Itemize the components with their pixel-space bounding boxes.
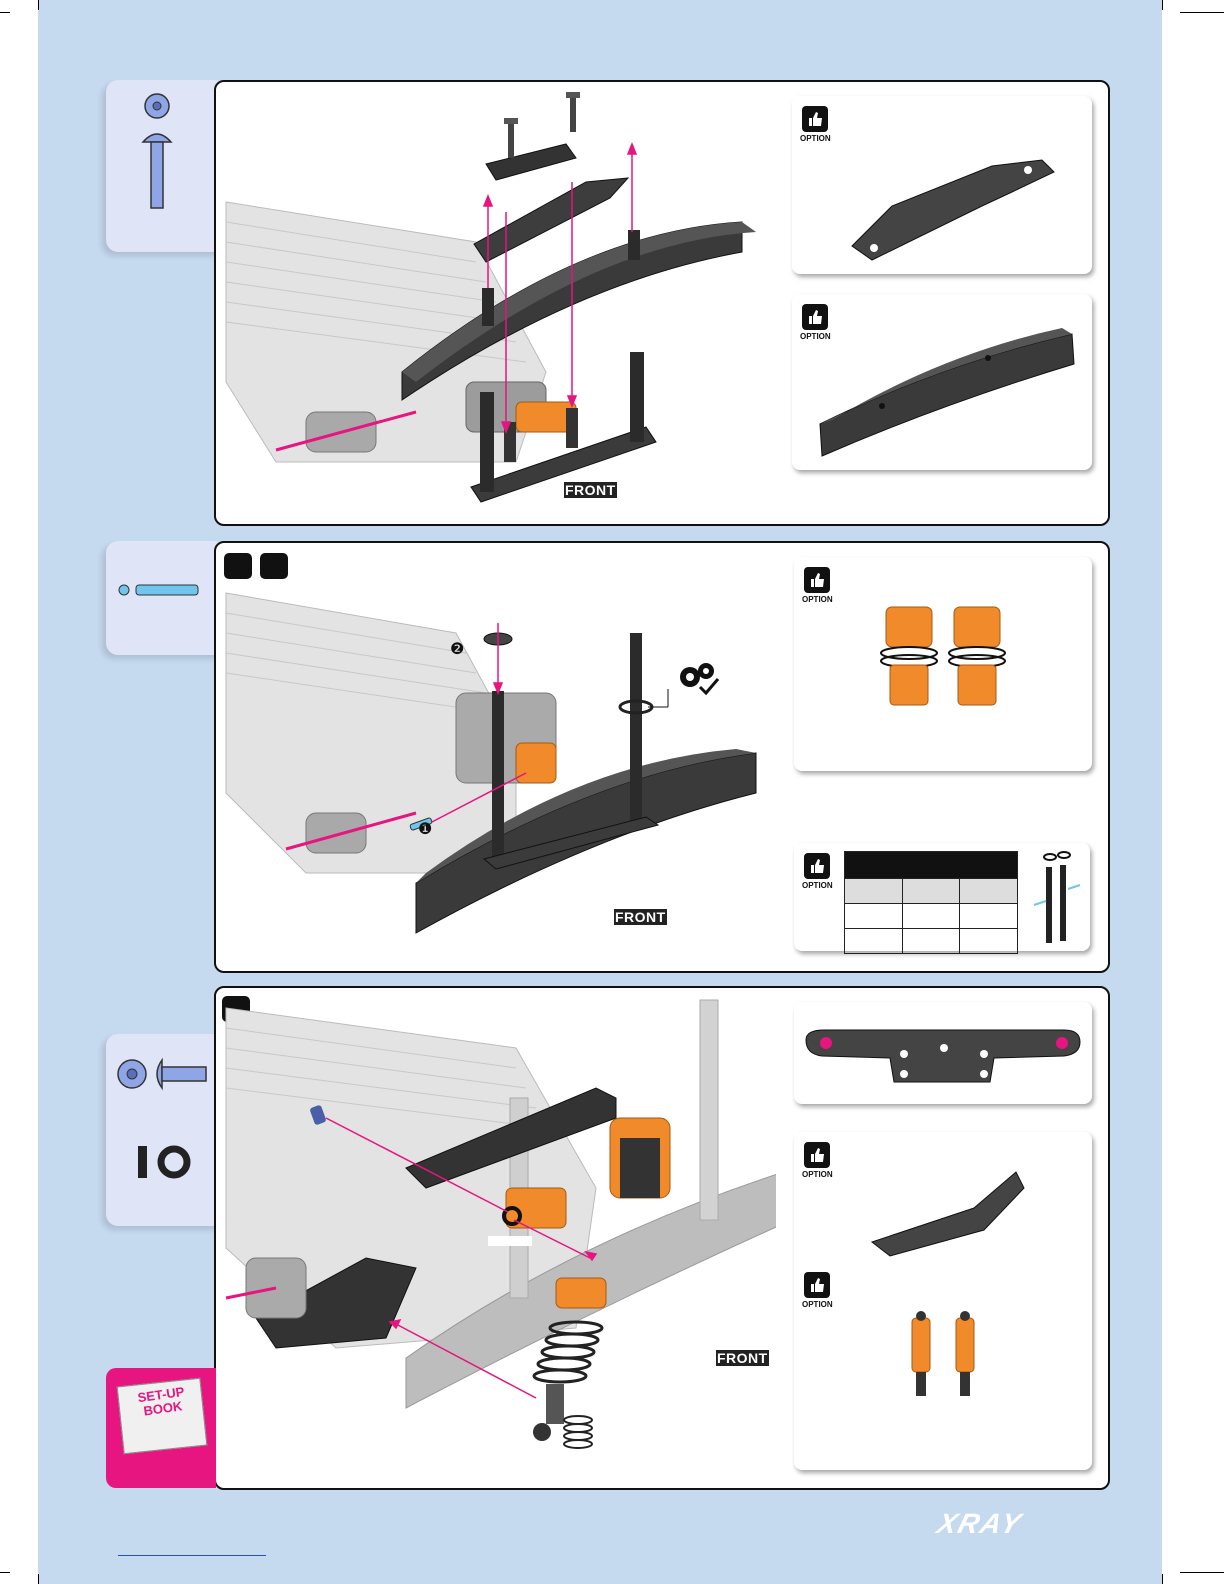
shock-tower-detail bbox=[794, 1002, 1092, 1104]
option-post-lengths: OPTION bbox=[794, 843, 1090, 951]
foam-bumper-part-icon bbox=[792, 294, 1092, 470]
option-badge: OPTION bbox=[802, 853, 832, 890]
footer-link-line bbox=[118, 1555, 266, 1556]
assembly-step-bumper-posts: ❷ ❶ FRONT OPTION OPTION bbox=[214, 541, 1110, 973]
table-header bbox=[845, 852, 1018, 879]
step-1-marker: ❶ bbox=[418, 819, 432, 839]
setup-book-badge: SET-UP BOOK bbox=[106, 1368, 216, 1488]
option-badge: OPTION bbox=[800, 304, 830, 341]
option-aluminum-adjusters: OPTION bbox=[794, 557, 1092, 771]
thumbs-up-icon bbox=[804, 853, 830, 879]
option-foam-bumper: OPTION bbox=[792, 294, 1092, 470]
option-label: OPTION bbox=[802, 881, 832, 890]
option-badge: OPTION bbox=[802, 1142, 832, 1179]
screw-parts-icon bbox=[106, 80, 226, 252]
front-text: FRONT bbox=[614, 909, 667, 925]
post-part-icon bbox=[1030, 843, 1090, 951]
bumper-posts-illustration bbox=[216, 543, 776, 963]
table-cell bbox=[960, 904, 1018, 929]
front-text: FRONT bbox=[564, 482, 617, 498]
crop-mark bbox=[38, 1574, 39, 1584]
option-badge: OPTION bbox=[802, 1272, 832, 1309]
parts-tab-3 bbox=[106, 1034, 226, 1226]
adjust-settings-icon bbox=[648, 663, 718, 707]
crop-mark bbox=[0, 1572, 10, 1573]
option-label: OPTION bbox=[802, 1300, 832, 1309]
crop-mark bbox=[1180, 1572, 1224, 1573]
crop-mark bbox=[1162, 1574, 1163, 1584]
front-label: FRONT bbox=[564, 482, 618, 498]
parts-tab-2 bbox=[106, 541, 226, 655]
brand-logo: XRAY bbox=[934, 1508, 1026, 1540]
front-label: FRONT bbox=[716, 1350, 770, 1366]
table-cell bbox=[960, 929, 1018, 954]
table-cell bbox=[845, 929, 903, 954]
screw-and-nut-parts-icon bbox=[106, 1034, 226, 1226]
crop-mark bbox=[1162, 0, 1163, 10]
table-cell bbox=[902, 929, 960, 954]
option-parts-icon bbox=[794, 1132, 1092, 1470]
parts-tab-1 bbox=[106, 80, 226, 252]
shock-tower-part-icon bbox=[794, 1002, 1092, 1104]
option-carbon-brace: OPTION bbox=[792, 96, 1092, 274]
crop-mark bbox=[38, 0, 39, 10]
step-2-marker: ❷ bbox=[450, 639, 464, 659]
option-badge: OPTION bbox=[800, 106, 830, 143]
thumbs-up-icon bbox=[804, 1142, 830, 1168]
front-text: FRONT bbox=[716, 1350, 769, 1366]
assembly-step-shock-tower: FRONT OPTION OPTION bbox=[214, 986, 1110, 1490]
table-cell bbox=[845, 904, 903, 929]
option-shock-tower-and-shocks: OPTION OPTION bbox=[794, 1132, 1092, 1470]
aluminum-adjuster-part-icon bbox=[794, 557, 1092, 771]
table-cell bbox=[902, 904, 960, 929]
table-cell bbox=[845, 879, 903, 904]
crop-mark bbox=[0, 12, 10, 13]
option-badge: OPTION bbox=[802, 567, 832, 604]
thumbs-up-icon bbox=[804, 567, 830, 593]
thumbs-up-icon bbox=[802, 106, 828, 132]
option-label: OPTION bbox=[802, 595, 832, 604]
shock-tower-illustration bbox=[216, 988, 776, 1484]
front-label: FRONT bbox=[614, 909, 668, 925]
carbon-brace-part-icon bbox=[792, 96, 1092, 274]
thumbs-up-icon bbox=[804, 1272, 830, 1298]
option-label: OPTION bbox=[802, 1170, 832, 1179]
pin-part-icon bbox=[106, 541, 226, 655]
thumbs-up-icon bbox=[802, 304, 828, 330]
bumper-assembly-illustration bbox=[216, 82, 776, 522]
post-length-table bbox=[844, 851, 1018, 954]
assembly-step-bumper: FRONT OPTION OPTION bbox=[214, 80, 1110, 526]
table-cell bbox=[902, 879, 960, 904]
table-cell bbox=[960, 879, 1018, 904]
option-label: OPTION bbox=[800, 134, 830, 143]
crop-mark bbox=[1180, 12, 1224, 13]
option-label: OPTION bbox=[800, 332, 830, 341]
